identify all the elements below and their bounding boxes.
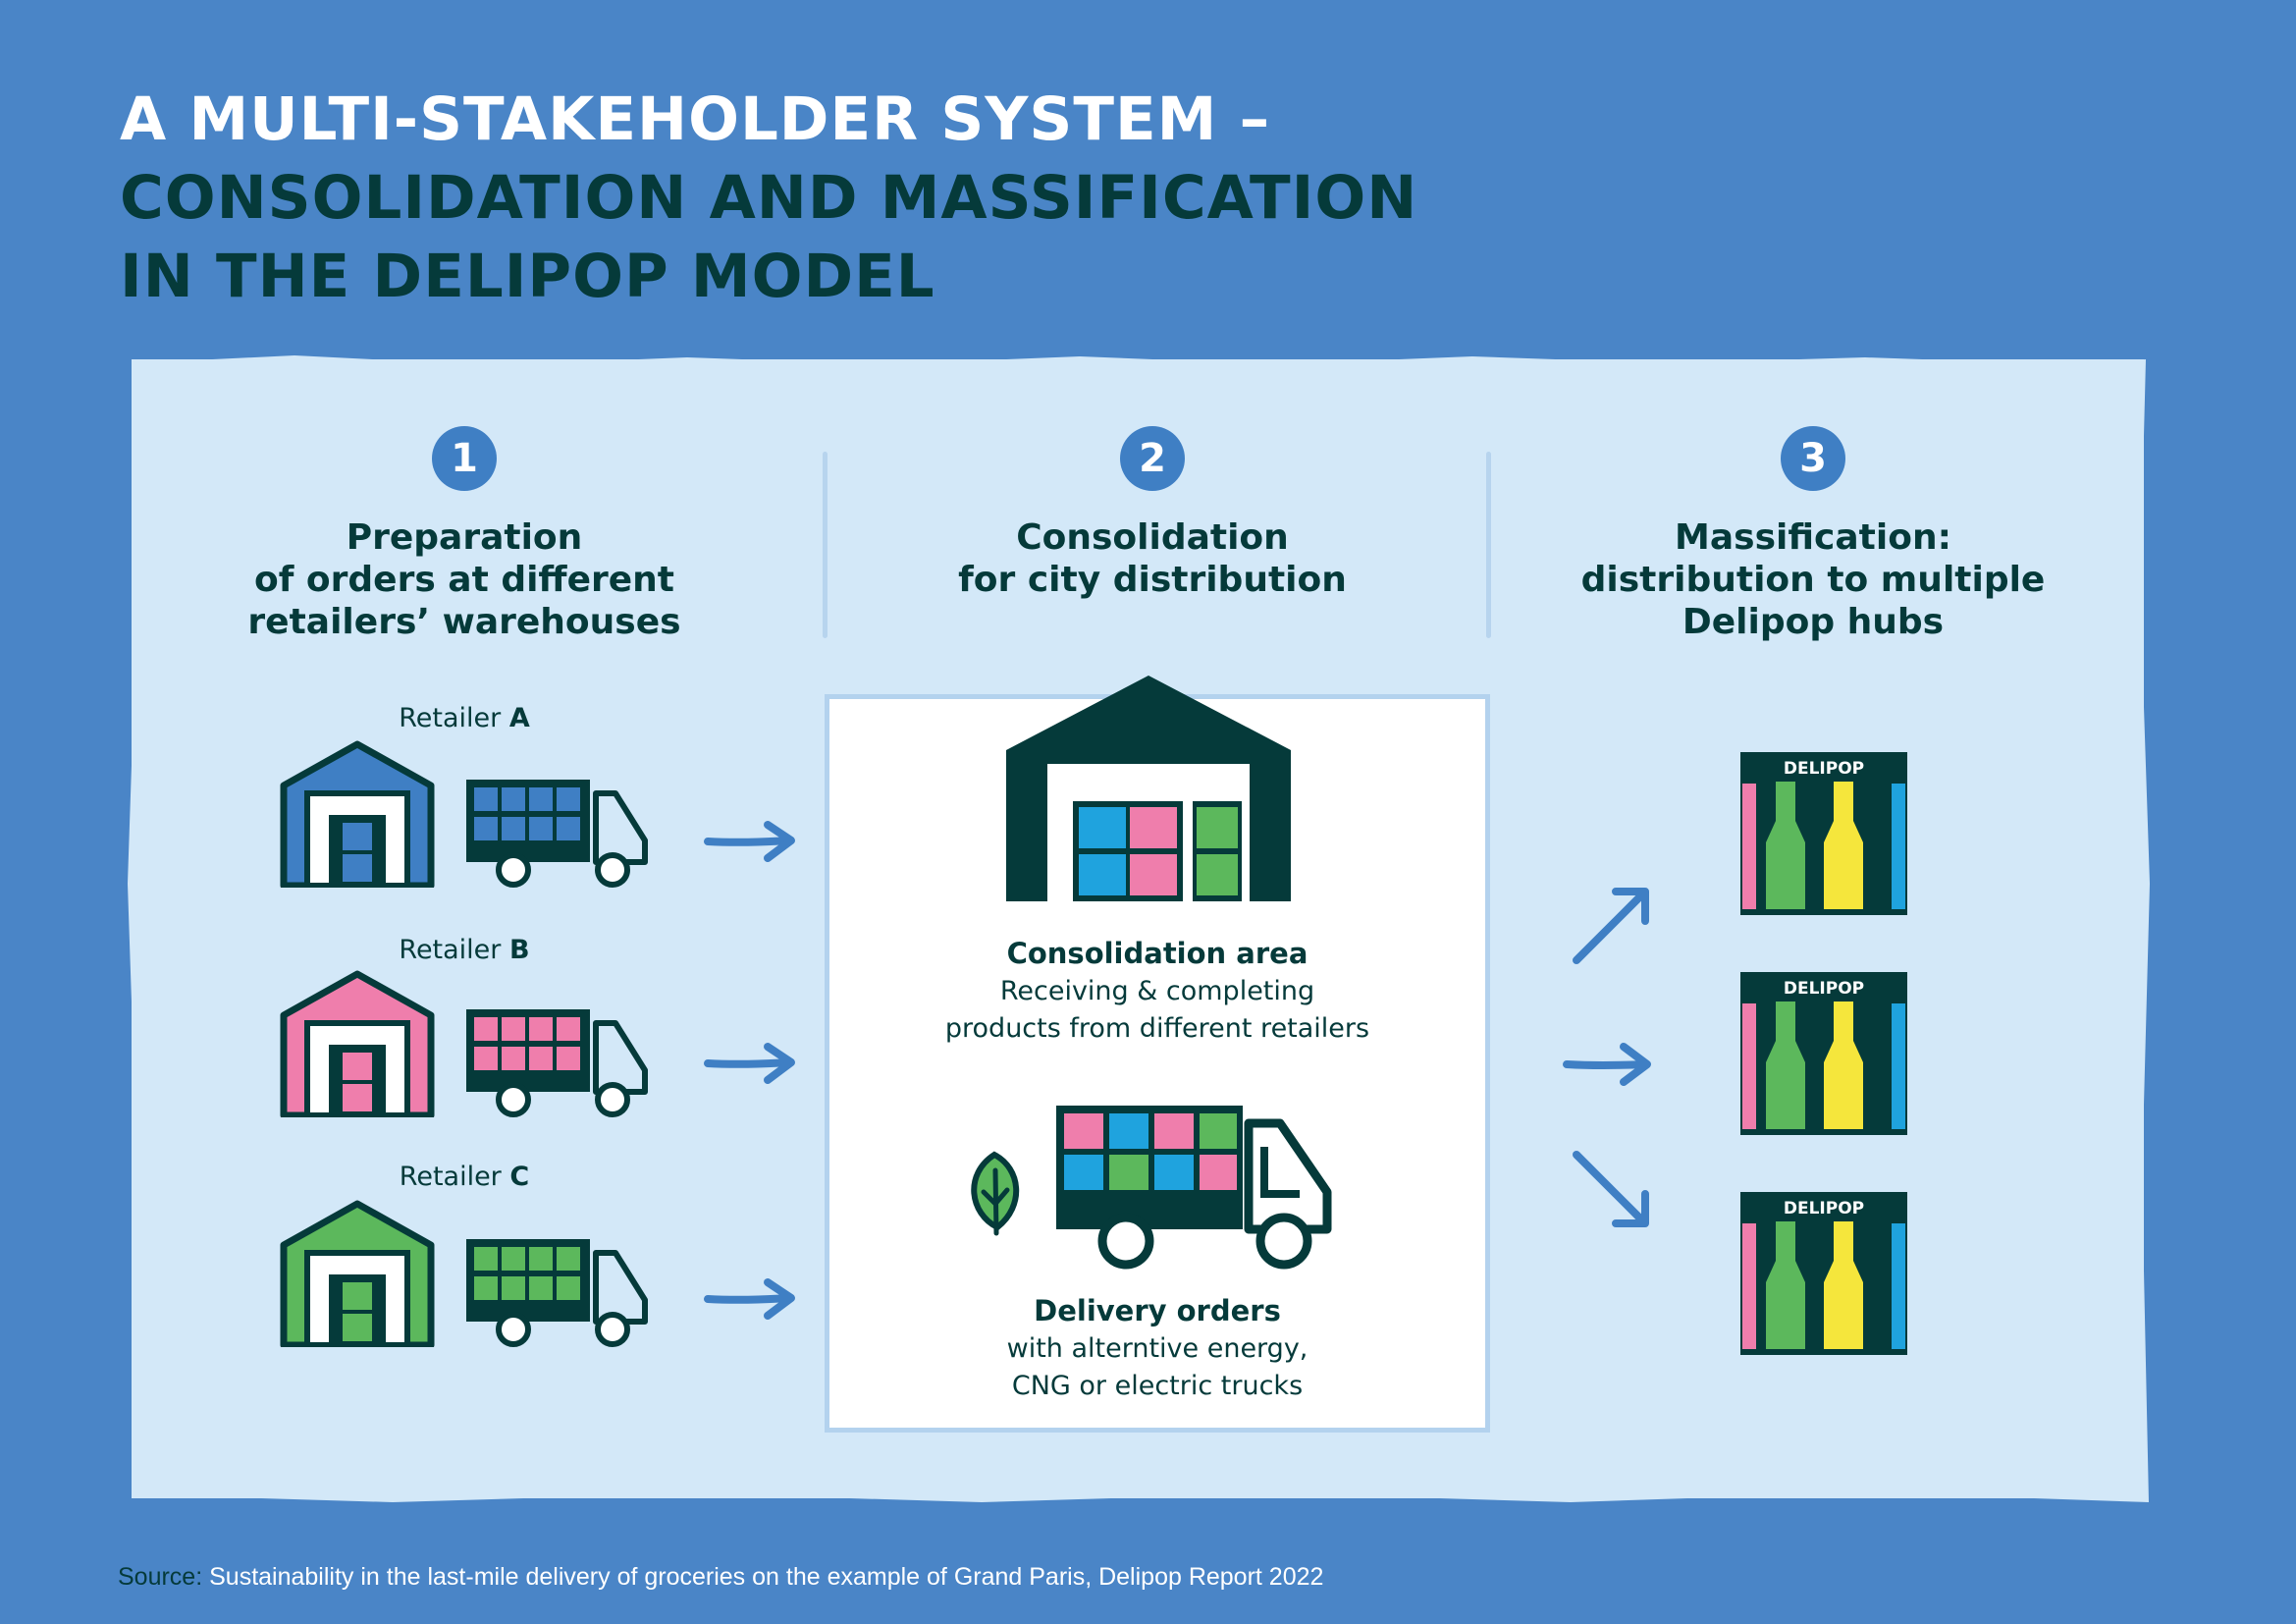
page-title: A MULTI-STAKEHOLDER SYSTEM – CONSOLIDATI… [120,81,1417,316]
column-1-header: 1 Preparation of orders at different ret… [209,426,720,643]
column-3-heading: Massification: distribution to multiple … [1580,517,2046,642]
source-note: Source: Sustainability in the last-mile … [118,1563,1323,1592]
arrow-down-right-icon [1573,1151,1649,1227]
retailer-b-row [280,970,648,1117]
retailer-c-label: Retailer C [399,1162,530,1192]
arrow-up-right-icon [1573,888,1649,964]
column-divider-2 [1486,452,1491,638]
truck-icon [466,1009,648,1117]
truck-icon [466,1239,648,1347]
delipop-hub-icon: DELIPOP [1740,752,1907,915]
retailer-b-label: Retailer B [399,935,530,965]
retailer-a-row [280,740,648,888]
delipop-hub-icon: DELIPOP [1740,1192,1907,1355]
arrow-right-icon [704,821,795,862]
title-line-2: CONSOLIDATION AND MASSIFICATION [120,163,1418,233]
delipop-hub-1: DELIPOP [1740,752,1907,915]
svg-text:DELIPOP: DELIPOP [1784,979,1864,999]
delivery-orders-title: Delivery orders [1034,1294,1281,1327]
title-line-1: A MULTI-STAKEHOLDER SYSTEM – [120,84,1271,154]
consolidation-area-text: Consolidation area Receiving & completin… [825,934,1490,1048]
column-2-header: 2 Consolidation for city distribution [897,426,1408,601]
step-number-1: 1 [432,426,497,491]
leaf-icon [971,1151,1020,1236]
truck-icon [466,780,648,888]
warehouse-icon [280,1200,435,1347]
warehouse-icon [280,740,435,888]
column-divider-1 [823,452,828,638]
column-1-heading: Preparation of orders at different retai… [247,517,681,642]
source-label: Source: [118,1563,203,1591]
arrow-right-icon [704,1043,795,1084]
consolidation-area-title: Consolidation area [1006,937,1308,970]
arrow-right-icon [1563,1043,1651,1086]
step-number-2: 2 [1120,426,1185,491]
warehouse-icon [280,970,435,1117]
delipop-hub-icon: DELIPOP [1740,972,1907,1135]
delivery-orders-desc: with alterntive energy, CNG or electric … [1006,1333,1308,1401]
delipop-hub-2: DELIPOP [1740,972,1907,1135]
delivery-truck-icon [1056,1106,1332,1270]
title-line-3: IN THE DELIPOP MODEL [120,242,935,311]
retailer-c-row [280,1200,648,1347]
arrow-right-icon [704,1278,795,1320]
step-number-3: 3 [1781,426,1845,491]
retailer-a-label: Retailer A [399,703,530,733]
column-3-header: 3 Massification: distribution to multipl… [1558,426,2068,643]
source-text: Sustainability in the last-mile delivery… [202,1563,1324,1591]
delipop-hub-3: DELIPOP [1740,1192,1907,1355]
column-2-heading: Consolidation for city distribution [958,517,1347,600]
svg-text:DELIPOP: DELIPOP [1784,1199,1864,1218]
consolidation-warehouse-icon [1006,676,1291,901]
consolidation-area-desc: Receiving & completing products from dif… [944,976,1370,1044]
delivery-orders-text: Delivery orders with alterntive energy, … [825,1291,1490,1405]
svg-text:DELIPOP: DELIPOP [1784,759,1864,779]
